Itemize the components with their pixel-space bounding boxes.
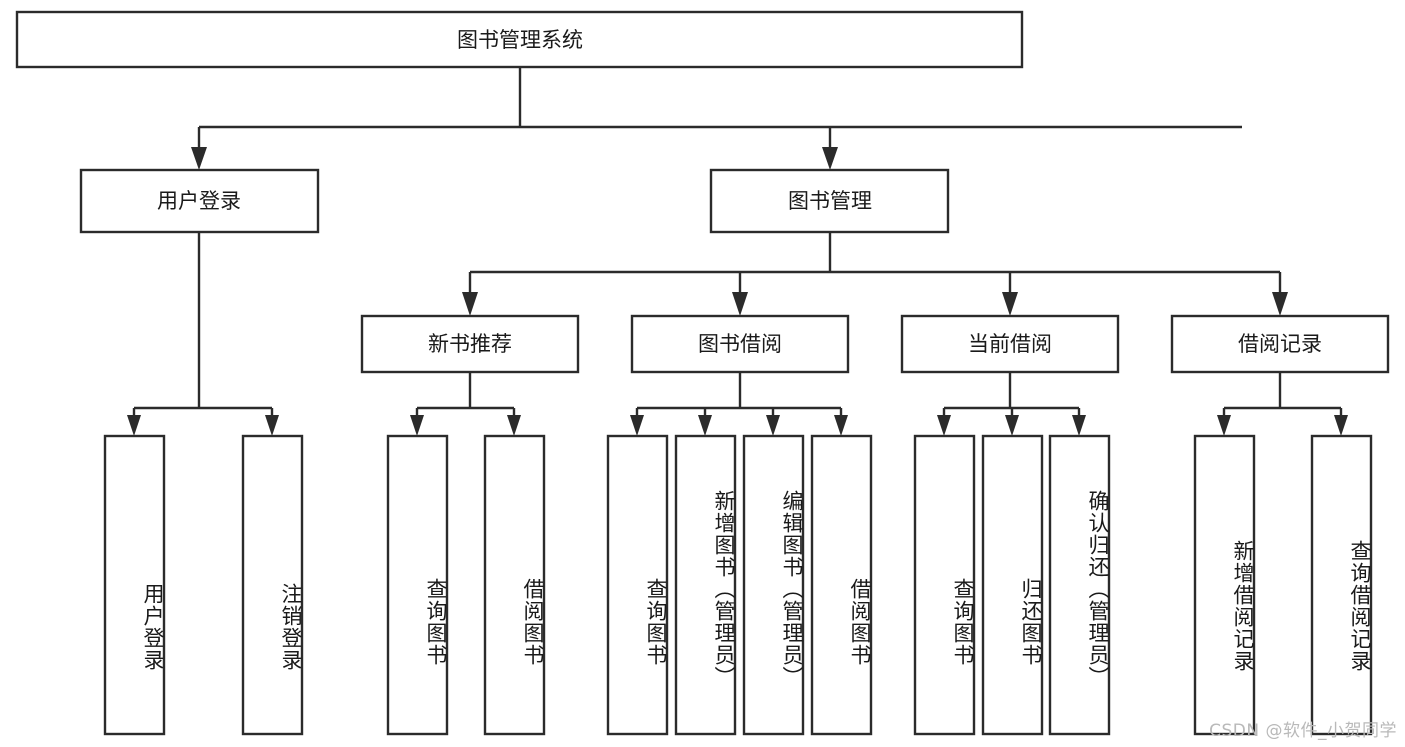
node-book-borrow[interactable]: 图书借阅 <box>630 314 850 374</box>
connector-user-login-to-leaves <box>127 232 279 436</box>
node-leaf-add-record-box[interactable] <box>1193 434 1256 736</box>
node-book-manage[interactable]: 图书管理 <box>709 168 950 234</box>
node-leaf-user-login-box[interactable] <box>103 434 166 736</box>
arrow-head-new-book-rec <box>462 292 478 316</box>
node-leaf-query-book-1-box[interactable] <box>386 434 449 736</box>
arrow-head-leaf-add-record <box>1217 415 1231 436</box>
node-leaf-add-book-box[interactable] <box>674 434 737 736</box>
arrow-head-borrow-record <box>1272 292 1288 316</box>
arrow-head-leaf-logout <box>265 415 279 436</box>
node-book-manage-box[interactable] <box>709 168 950 234</box>
node-new-book-rec-label: 新书推荐 <box>428 332 512 356</box>
node-borrow-record[interactable]: 借阅记录 <box>1170 314 1390 374</box>
arrow-head-leaf-confirm-return <box>1072 415 1086 436</box>
node-root-label: 图书管理系统 <box>457 28 583 52</box>
arrow-head-leaf-return-book <box>1005 415 1019 436</box>
node-leaf-query-book-3-box[interactable] <box>913 434 976 736</box>
node-root[interactable]: 图书管理系统 <box>15 10 1024 69</box>
connector-book-borrow-to-leaves <box>630 372 848 436</box>
arrow-head-leaf-query-book-2 <box>630 415 644 436</box>
arrow-head-leaf-query-book-1 <box>410 415 424 436</box>
connector-book-manage-to-level3 <box>462 232 1288 316</box>
node-leaf-confirm-return-box[interactable] <box>1048 434 1111 736</box>
node-borrow-record-box[interactable] <box>1170 314 1390 374</box>
arrow-head-leaf-query-record <box>1334 415 1348 436</box>
node-leaf-return-book-box[interactable] <box>981 434 1044 736</box>
connector-root-to-level2 <box>191 67 1242 170</box>
watermark-text: CSDN @软件_小贺同学 <box>1209 721 1397 741</box>
arrow-head-leaf-borrow-book-1 <box>507 415 521 436</box>
node-leaf-borrow-book-2-box[interactable] <box>810 434 873 736</box>
node-leaf-edit-book-box[interactable] <box>742 434 805 736</box>
node-user-login[interactable]: 用户登录 <box>79 168 320 234</box>
arrow-head-leaf-edit-book <box>766 415 780 436</box>
node-current-borrow-box[interactable] <box>900 314 1120 374</box>
node-new-book-rec-box[interactable] <box>360 314 580 374</box>
node-current-borrow-label: 当前借阅 <box>968 332 1052 356</box>
node-leaf-logout-box[interactable] <box>241 434 304 736</box>
node-borrow-record-label: 借阅记录 <box>1238 332 1322 356</box>
node-user-login-label: 用户登录 <box>157 189 241 213</box>
arrow-head-leaf-query-book-3 <box>937 415 951 436</box>
node-root-box[interactable] <box>15 10 1024 69</box>
connector-new-book-rec-to-leaves <box>410 372 521 436</box>
arrow-head-current-borrow <box>1002 292 1018 316</box>
node-leaf-query-book-2-box[interactable] <box>606 434 669 736</box>
arrow-head-leaf-user-login <box>127 415 141 436</box>
node-book-borrow-label: 图书借阅 <box>698 332 782 356</box>
node-leaf-borrow-book-1-box[interactable] <box>483 434 546 736</box>
connector-borrow-record-to-leaves <box>1217 372 1348 436</box>
arrow-head-user-login <box>191 147 207 170</box>
node-leaf-query-record-box[interactable] <box>1310 434 1373 736</box>
arrow-head-leaf-borrow-book-2 <box>834 415 848 436</box>
node-book-borrow-box[interactable] <box>630 314 850 374</box>
node-current-borrow[interactable]: 当前借阅 <box>900 314 1120 374</box>
connector-current-borrow-to-leaves <box>937 372 1086 436</box>
arrow-head-book-borrow <box>732 292 748 316</box>
node-book-manage-label: 图书管理 <box>788 189 872 213</box>
arrow-head-leaf-add-book <box>698 415 712 436</box>
node-new-book-rec[interactable]: 新书推荐 <box>360 314 580 374</box>
arrow-head-book-manage <box>822 147 838 170</box>
node-user-login-box[interactable] <box>79 168 320 234</box>
